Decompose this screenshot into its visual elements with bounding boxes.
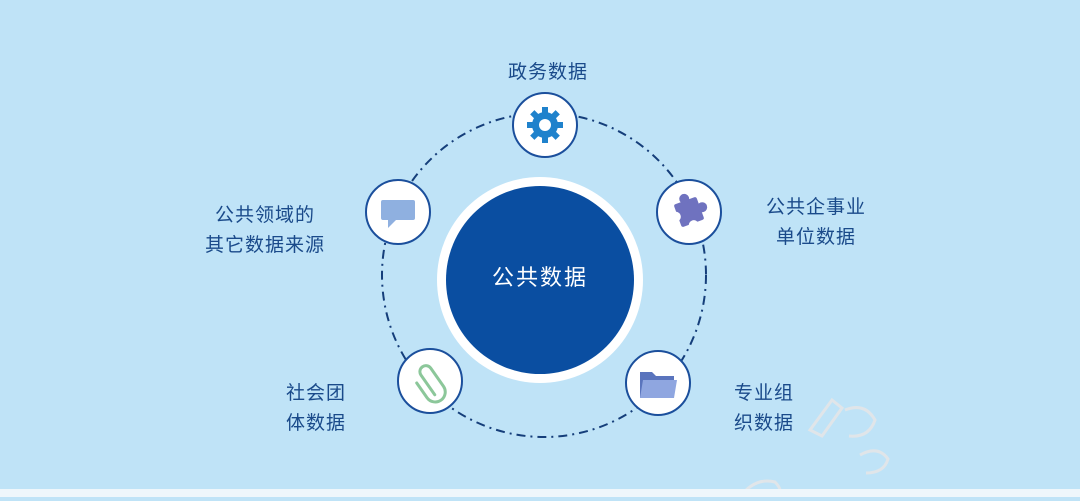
node-public-institution bbox=[656, 179, 722, 245]
chat-bubble-icon bbox=[381, 200, 415, 228]
node-label-professional-org: 专业组 织数据 bbox=[734, 382, 795, 434]
folder-icon bbox=[640, 372, 677, 398]
node-professional-org bbox=[625, 350, 691, 416]
center-circle bbox=[446, 186, 634, 374]
center-label: 公共数据 bbox=[491, 266, 588, 291]
bottom-strip bbox=[0, 489, 1080, 497]
node-label-social-group: 社会团 体数据 bbox=[286, 382, 347, 434]
node-other-public bbox=[365, 179, 431, 245]
node-label-gov: 政务数据 bbox=[508, 61, 589, 83]
node-label-public-institution: 公共企事业 单位数据 bbox=[766, 196, 867, 248]
node-social-group bbox=[397, 348, 463, 414]
node-gov bbox=[512, 92, 578, 158]
paperclip-icon bbox=[415, 364, 447, 404]
gear-icon bbox=[527, 107, 563, 143]
node-label-other-public: 公共领域的 其它数据来源 bbox=[205, 204, 326, 256]
puzzle-icon bbox=[670, 193, 708, 231]
